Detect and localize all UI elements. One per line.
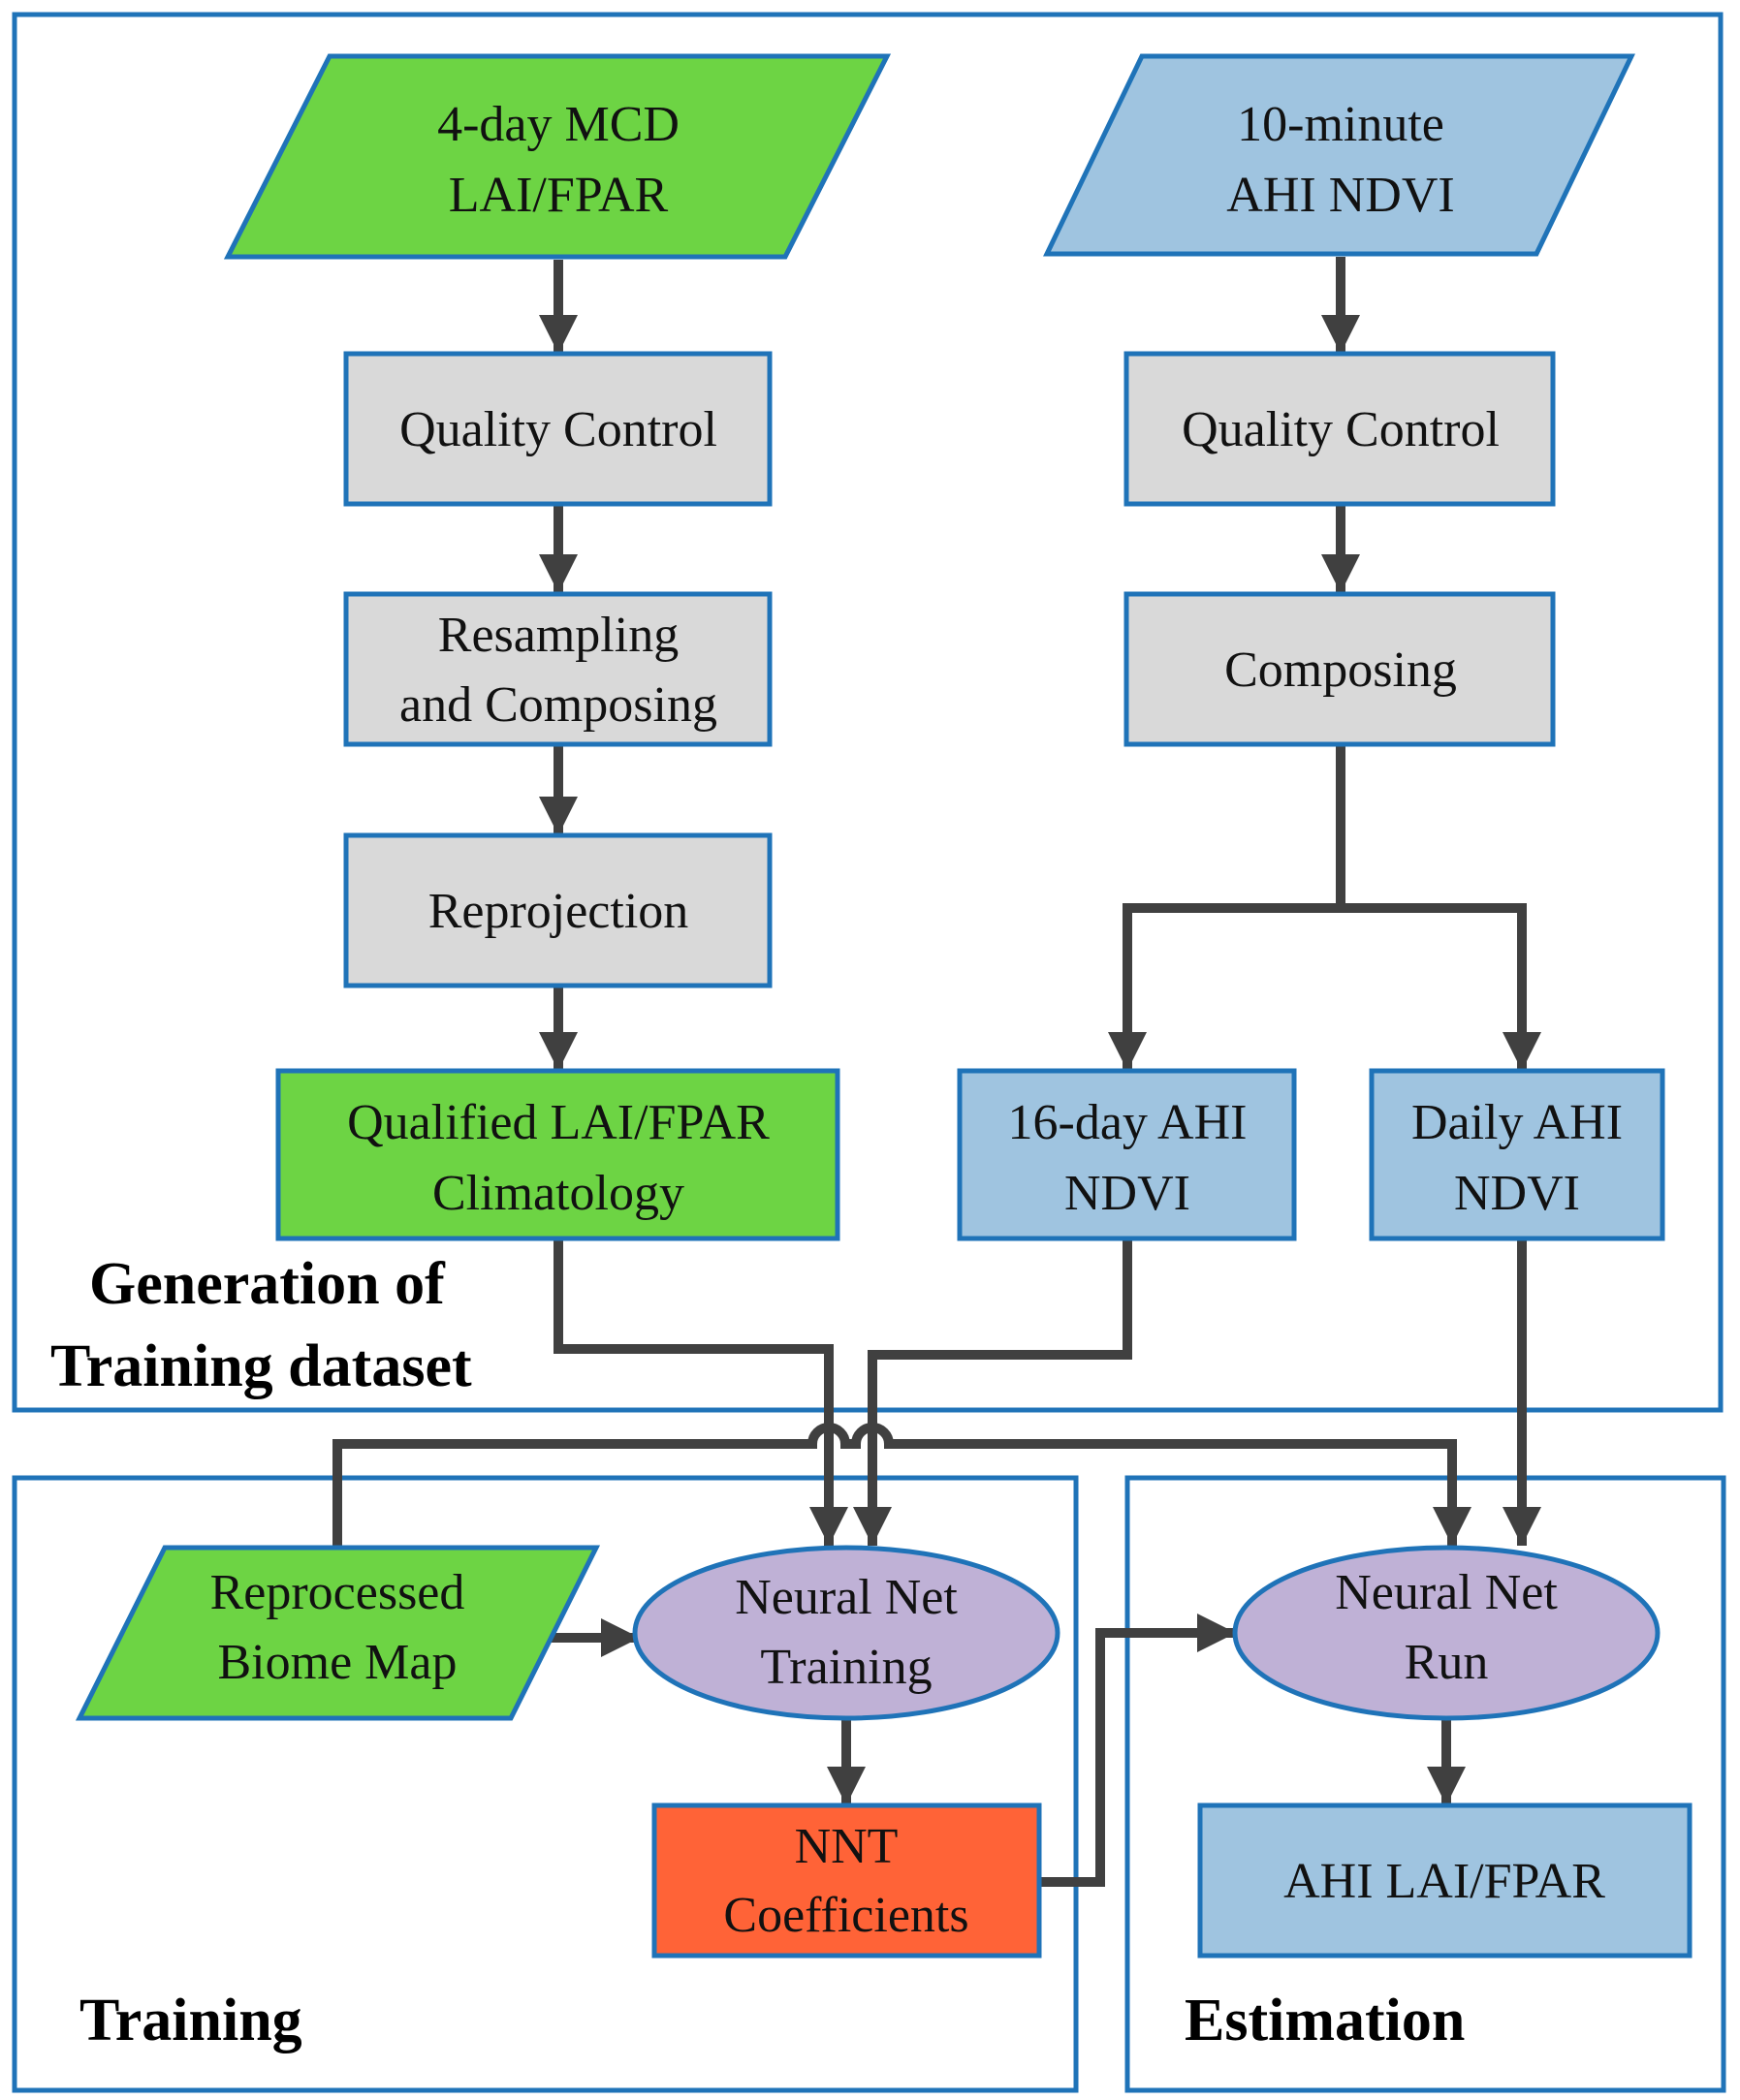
qualified-box (275, 1068, 840, 1241)
estimation-label: Estimation (1185, 1988, 1465, 2053)
resampling-line2: and Composing (399, 677, 717, 733)
biome-line1: Reprocessed (210, 1565, 465, 1620)
mcd-input-line2: LAI/FPAR (449, 168, 669, 223)
arrow-ndvi16-to-training (853, 1240, 1132, 1546)
nn-run-line2: Run (1405, 1635, 1489, 1690)
composing-label: Composing (1224, 643, 1457, 698)
biome-line2: Biome Map (218, 1635, 458, 1690)
ndvi-daily-box (1369, 1068, 1665, 1241)
nn-training-ellipse (632, 1545, 1060, 1721)
training-section-panel (12, 1475, 1079, 2093)
ahi-input-parallelogram (1043, 53, 1635, 257)
resampling-line1: Resampling (438, 608, 679, 663)
training-label: Training (79, 1988, 302, 2053)
ndvi-daily-line1: Daily AHI (1411, 1095, 1623, 1150)
ndvi16-line1: 16-day AHI (1008, 1095, 1248, 1150)
mcd-input-line1: 4-day MCD (437, 97, 680, 152)
qualified-line2: Climatology (432, 1166, 684, 1221)
ndvi16-box (957, 1068, 1297, 1241)
ndvi16-line2: NDVI (1064, 1166, 1190, 1221)
reprojection-label: Reprojection (428, 884, 689, 939)
nn-run-line1: Neural Net (1335, 1565, 1558, 1620)
composing-box (1123, 591, 1556, 747)
biome-parallelogram (75, 1545, 601, 1721)
reprojection-box (343, 832, 773, 988)
ahi-output-label: AHI LAI/FPAR (1283, 1854, 1605, 1909)
qc-right-box (1123, 351, 1556, 507)
ahi-input-line1: 10-minute (1237, 97, 1444, 152)
nnt-coeff-box (651, 1802, 1042, 1959)
qc-right-label: Quality Control (1182, 402, 1500, 457)
mcd-input-parallelogram (223, 53, 892, 260)
nn-run-ellipse (1232, 1545, 1661, 1721)
generation-label-line1: Generation of (89, 1251, 446, 1317)
qc-left-label: Quality Control (399, 402, 717, 457)
ahi-output-box (1197, 1802, 1693, 1959)
arrow-coeff-to-run (1039, 1614, 1236, 1887)
qualified-line1: Qualified LAI/FPAR (347, 1095, 770, 1150)
ahi-input-line2: AHI NDVI (1226, 168, 1454, 223)
resampling-box (343, 591, 773, 747)
arrow-qualified-to-training (554, 1240, 848, 1546)
arrow-composing-to-ndvi16 (1108, 744, 1345, 1071)
ndvi-daily-line2: NDVI (1454, 1166, 1580, 1221)
nnt-coeff-line1: NNT (795, 1819, 899, 1874)
generation-label-line2: Training dataset (50, 1333, 472, 1399)
arrow-composing-to-daily (1341, 903, 1541, 1071)
estimation-section-panel (1124, 1475, 1726, 2093)
nn-training-line1: Neural Net (735, 1570, 958, 1625)
nn-training-line2: Training (760, 1640, 932, 1695)
qc-left-box (343, 351, 773, 507)
arrow-biome-to-run (332, 1423, 1471, 1548)
nnt-coeff-line2: Coefficients (723, 1888, 968, 1943)
